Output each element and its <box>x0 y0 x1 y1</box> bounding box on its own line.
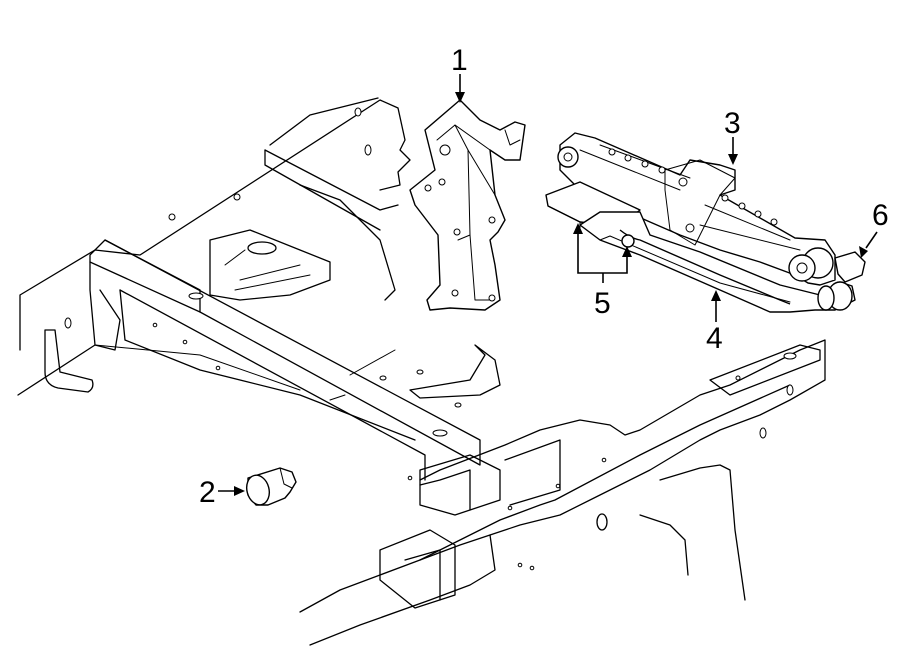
callout-1-label: 1 <box>451 44 468 77</box>
callout-2: 2 <box>199 476 245 509</box>
callout-3-label: 3 <box>724 107 741 140</box>
callout-4: 4 <box>706 290 723 355</box>
callout-1: 1 <box>451 44 468 103</box>
callout-5: 5 <box>573 223 632 320</box>
callouts: 1 2 3 4 5 6 <box>199 44 889 509</box>
part-4-base-and-handle <box>545 181 866 313</box>
part-2-plug <box>245 467 297 506</box>
vehicle-frame <box>17 97 826 646</box>
callout-6: 6 <box>859 199 889 258</box>
callout-4-label: 4 <box>706 322 723 355</box>
callout-6-label: 6 <box>872 199 889 232</box>
callout-3: 3 <box>724 107 741 165</box>
callout-2-label: 2 <box>199 476 216 509</box>
callout-5-label: 5 <box>594 287 611 320</box>
part-1-jack-bracket <box>409 99 526 311</box>
